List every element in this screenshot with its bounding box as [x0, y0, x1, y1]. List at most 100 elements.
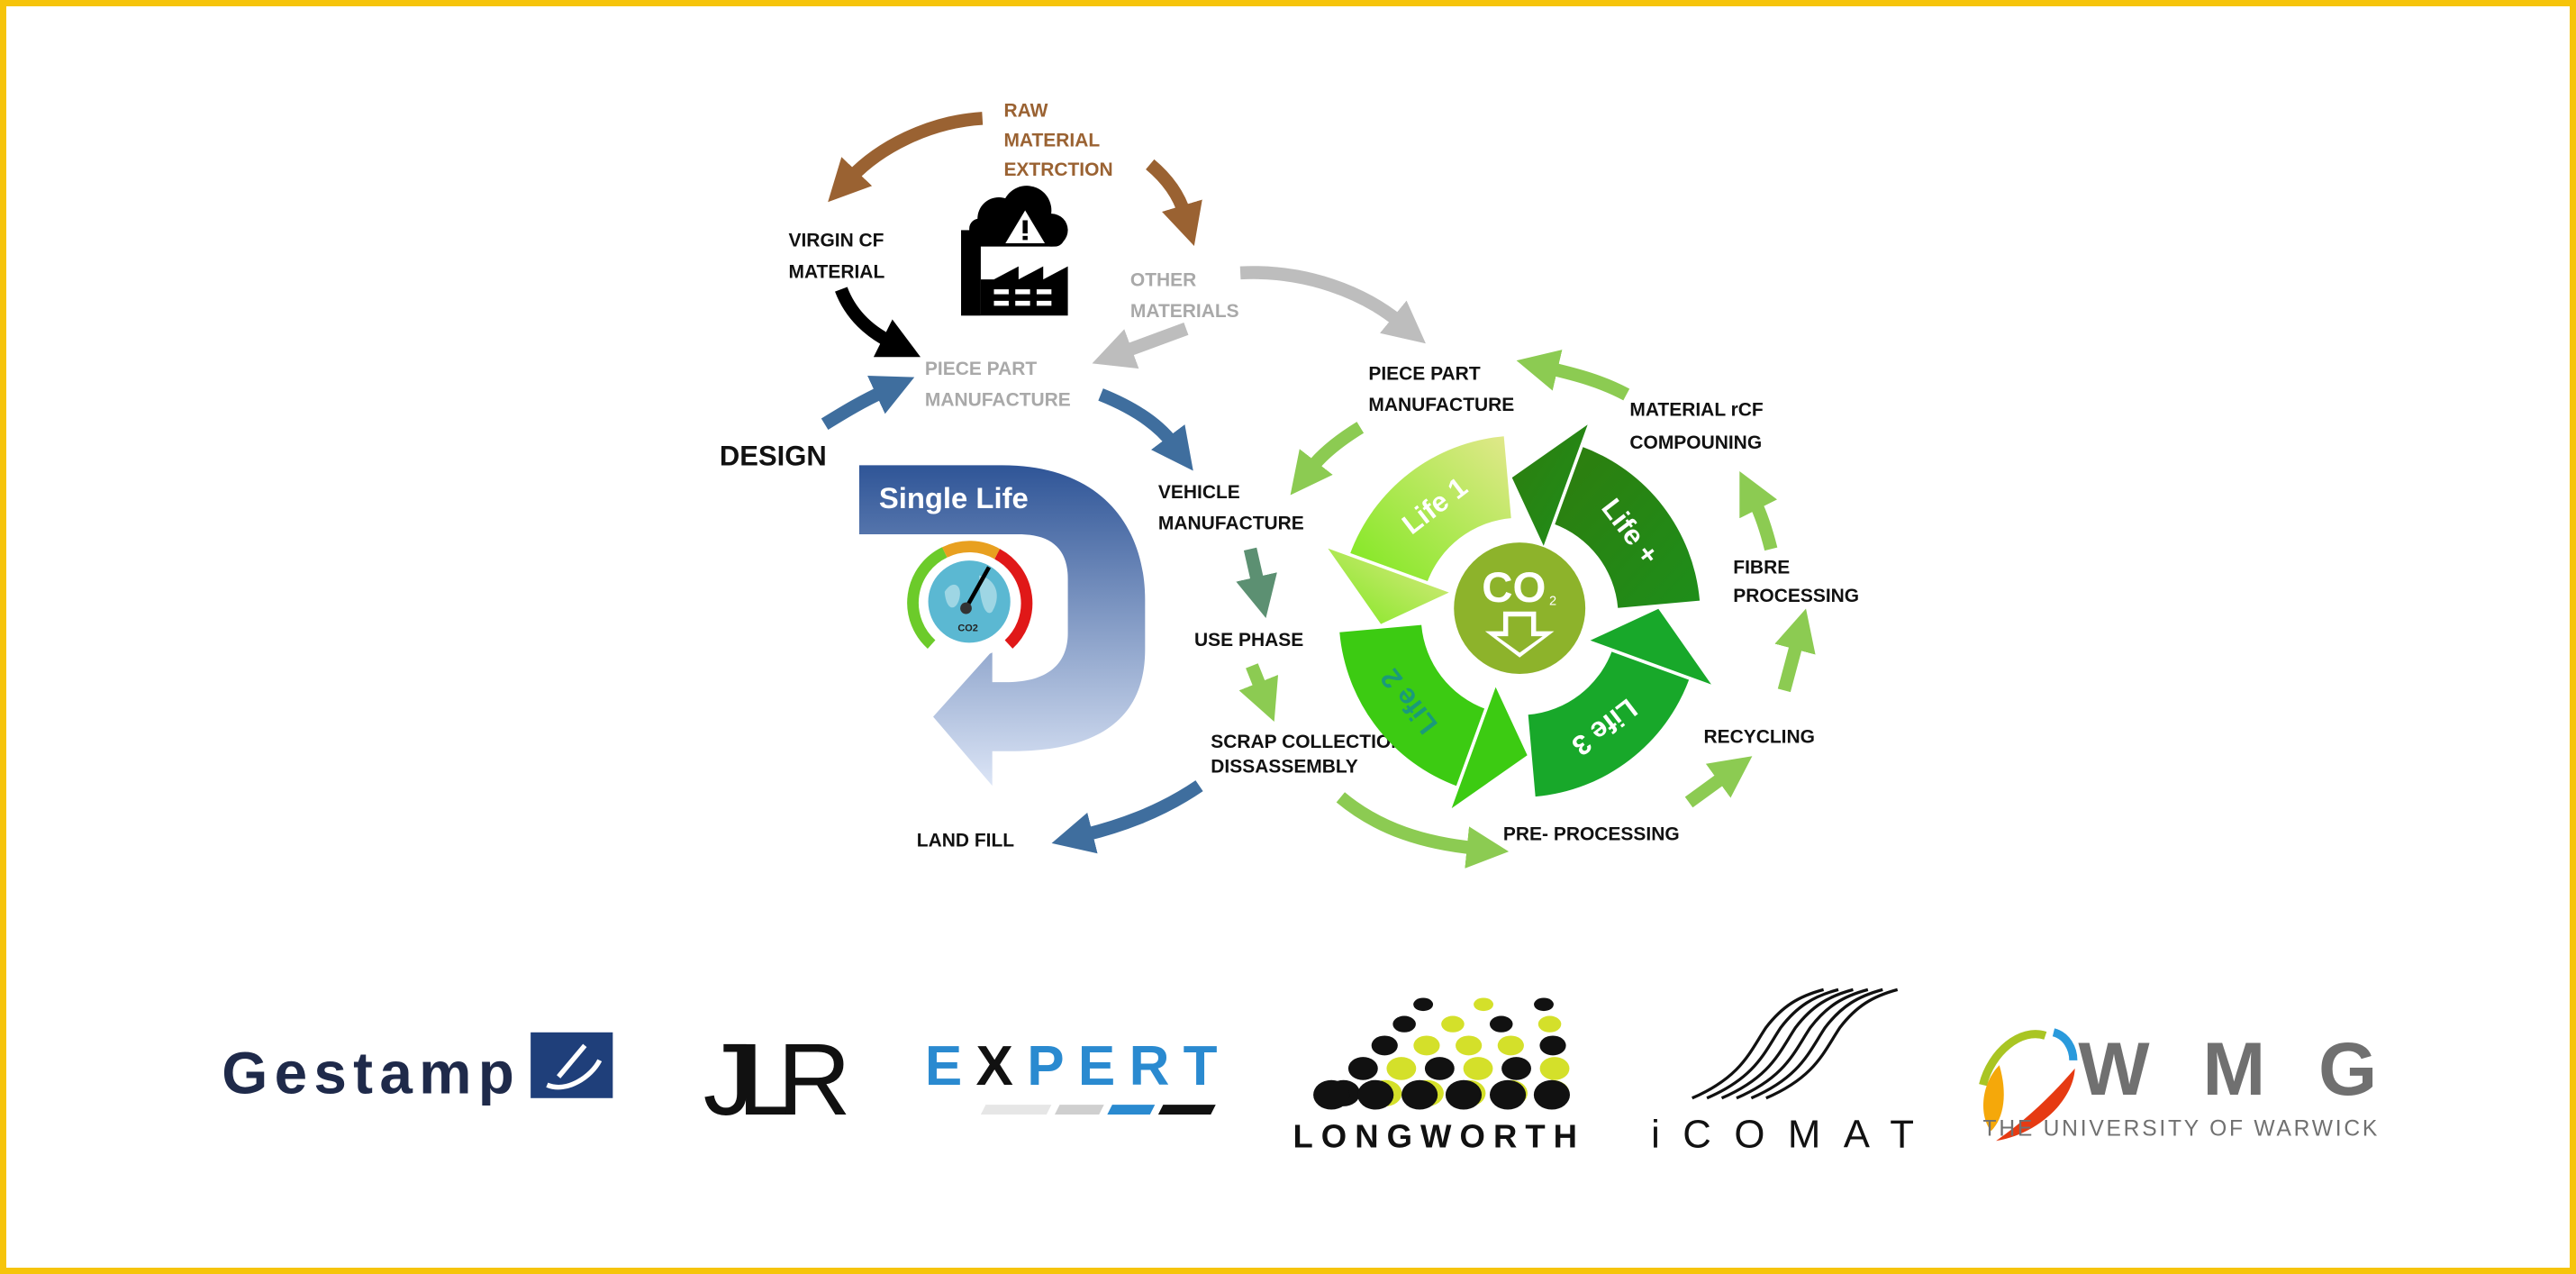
life-3-arrow-body: [1528, 650, 1690, 797]
fibre-line-1: FIBRE: [1733, 558, 1790, 578]
life-2-arrow-body: [1339, 624, 1486, 787]
life-3-arrow-head: [1582, 605, 1720, 692]
arrow-recycling-to-fibre: [1774, 608, 1816, 693]
longworth-dot: [1489, 1015, 1513, 1033]
arrow-raw-to-virgin: [828, 112, 984, 203]
longworth-dot: [1357, 1079, 1394, 1110]
expert-e: E: [925, 1035, 962, 1097]
life-1-arrow-body: [1349, 436, 1511, 583]
longworth-dot: [1539, 1035, 1566, 1056]
co2-reduction-icon: CO 2: [1454, 542, 1586, 675]
gestamp-logo: Gestamp: [222, 1032, 613, 1106]
expert-pert: PERT: [1027, 1035, 1217, 1097]
co2-gauge-icon: CO2: [907, 541, 1033, 658]
longworth-dot: [1313, 1079, 1350, 1110]
arrow-use-to-scrap: [1238, 663, 1279, 722]
gestamp-logo-text: Gestamp: [222, 1040, 514, 1106]
wmg-logo: WMG THE UNIVERSITY OF WARWICK: [1979, 1026, 2378, 1142]
longworth-dot: [1489, 1079, 1527, 1110]
recycling-label: RECYCLING: [1703, 727, 1814, 748]
icomat-wave-line: [1706, 987, 1839, 1100]
factory-pollution-icon: [961, 186, 1068, 316]
longworth-dot: [1392, 1015, 1416, 1033]
longworth-dot: [1413, 1035, 1440, 1056]
right-piece-part-line-1: PIECE PART: [1368, 363, 1480, 384]
longworth-logo-text: LONGWORTH: [1293, 1118, 1577, 1155]
longworth-dot: [1497, 1035, 1524, 1056]
arrow-virgin-to-piece-part: [835, 287, 921, 358]
co2-label: CO: [1482, 564, 1546, 612]
material-line-2: COMPOUNING: [1629, 432, 1762, 453]
arrow-piece-part-to-vehicle-green: [1290, 422, 1365, 496]
longworth-dot: [1537, 1015, 1562, 1033]
arrow-fibre-to-material: [1739, 471, 1778, 551]
life-1-arrow-head: [1319, 541, 1458, 629]
piece-part-line-2: MANUFACTURE: [925, 390, 1071, 411]
longworth-dot: [1533, 1079, 1570, 1110]
co2-subscript: 2: [1549, 594, 1556, 608]
raw-line-1: RAW: [1003, 101, 1048, 122]
longworth-dot: [1501, 1057, 1531, 1080]
arrow-piece-part-to-vehicle: [1098, 388, 1193, 471]
longworth-dot: [1456, 1035, 1483, 1056]
arrow-raw-to-other: [1146, 159, 1202, 246]
land-fill-label: LAND FILL: [917, 831, 1014, 851]
arrow-material-to-piece-part: [1516, 350, 1630, 401]
icomat-wave-line: [1720, 987, 1854, 1100]
life-plus-arrow-head: [1508, 415, 1595, 555]
fibre-line-2: PROCESSING: [1733, 586, 1859, 606]
longworth-logo: LONGWORTH: [1293, 997, 1577, 1155]
icomat-wave-line: [1750, 987, 1883, 1100]
life-plus-arrow-body: [1553, 446, 1701, 608]
icomat-logo: iCOMAT: [1651, 987, 1914, 1157]
virgin-line-2: MATERIAL: [789, 261, 885, 282]
use-phase-label: USE PHASE: [1194, 630, 1303, 651]
longworth-dot: [1371, 1035, 1398, 1056]
icomat-wave-line: [1692, 987, 1825, 1100]
life-2-arrow-head: [1445, 678, 1532, 817]
arrow-design-to-piece-part: [821, 375, 915, 430]
longworth-dot: [1539, 1057, 1570, 1080]
other-line-1: OTHER: [1130, 269, 1196, 290]
icomat-logo-text: iCOMAT: [1651, 1113, 1914, 1157]
raw-line-3: EXTRCTION: [1003, 159, 1112, 180]
arrow-other-to-right-piece-part: [1239, 266, 1426, 344]
longworth-dot: [1474, 997, 1493, 1012]
longworth-dot: [1401, 1079, 1438, 1110]
arrow-scrap-to-landfill: [1051, 780, 1203, 854]
wmg-logo-text: WMG: [2078, 1026, 2377, 1111]
material-line-1: MATERIAL rCF: [1629, 400, 1763, 421]
raw-line-2: MATERIAL: [1003, 130, 1100, 150]
pre-processing-label: PRE- PROCESSING: [1503, 824, 1680, 844]
expert-x: X: [976, 1035, 1013, 1097]
longworth-dot: [1386, 1057, 1417, 1080]
single-life-arrow: [858, 465, 1146, 787]
other-line-2: MATERIALS: [1130, 301, 1239, 322]
vehicle-line-1: VEHICLE: [1158, 482, 1240, 503]
wmg-subtitle: THE UNIVERSITY OF WARWICK: [1983, 1117, 2378, 1142]
longworth-dot: [1424, 1057, 1455, 1080]
longworth-dot: [1534, 997, 1554, 1012]
scrap-line-2: DISSASSEMBLY: [1211, 757, 1358, 778]
design-label: DESIGN: [720, 440, 827, 471]
longworth-dot: [1347, 1057, 1378, 1080]
single-life-label: Single Life: [879, 481, 1029, 514]
vehicle-line-2: MANUFACTURE: [1158, 513, 1304, 533]
arrow-vehicle-to-use: [1236, 547, 1277, 618]
longworth-dot: [1463, 1057, 1493, 1080]
virgin-line-1: VIRGIN CF: [789, 231, 884, 251]
jlr-logo: JLR: [703, 1023, 851, 1136]
gauge-co2-label: CO2: [957, 623, 977, 634]
icomat-wave-line: [1765, 987, 1899, 1100]
piece-part-line-1: PIECE PART: [925, 359, 1037, 379]
arrow-scrap-to-preprocessing: [1336, 792, 1510, 869]
right-piece-part-line-2: MANUFACTURE: [1368, 395, 1514, 415]
longworth-dot: [1445, 1079, 1483, 1110]
longworth-dot: [1441, 1015, 1465, 1033]
scrap-line-1: SCRAP COLLECTION: [1211, 732, 1404, 752]
